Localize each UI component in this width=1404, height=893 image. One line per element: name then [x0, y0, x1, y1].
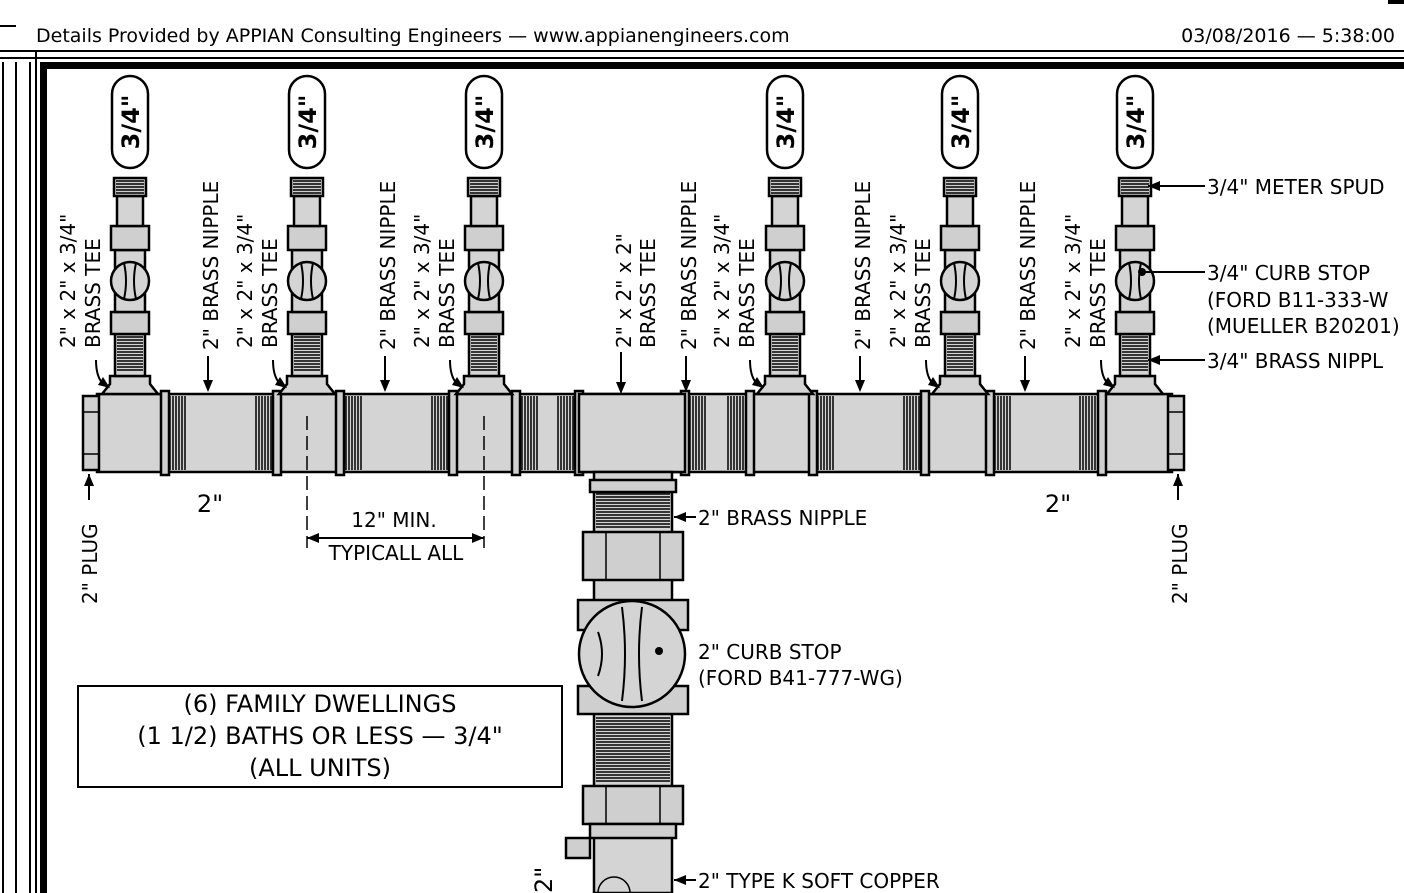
- note-line-1: (6) FAMILY DWELLINGS: [184, 690, 457, 718]
- copper-callout: [674, 875, 696, 885]
- nipple-label-2: 2" BRASS NIPPLE: [376, 181, 400, 350]
- tee-size-label-1: 2" x 2" x 3/4": [56, 214, 80, 348]
- pipe-joint: [1096, 389, 1108, 477]
- small-curb-stop-callout: [1138, 268, 1205, 276]
- center-tee-callout: 2" x 2" x 2" BRASS TEE: [612, 233, 660, 394]
- service-assembly-6: 3/4": [1104, 74, 1166, 396]
- svg-text:2" PLUG: 2" PLUG: [1168, 523, 1192, 604]
- service-assembly-5: 3/4": [929, 74, 991, 396]
- service-size-label: 3/4": [294, 95, 322, 150]
- tee-size-label-4: 2" x 2" x 3/4": [710, 214, 734, 348]
- nipple-label-3: 2" BRASS NIPPLE: [677, 181, 701, 350]
- spacing-dimension: [306, 416, 485, 548]
- spacing-label: 12" MIN.: [351, 508, 436, 532]
- copper-label: 2" TYPE K SOFT COPPER: [698, 869, 940, 893]
- small-curb-stop-ford: (FORD B11-333-W: [1207, 288, 1389, 312]
- main-curb-stop: [577, 599, 687, 709]
- service-size-label: 3/4": [772, 95, 800, 150]
- main-curb-stop-ford: (FORD B41-777-WG): [698, 666, 903, 690]
- tee-label-4: BRASS TEE: [735, 238, 759, 348]
- tee-size-label-3: 2" x 2" x 3/4": [410, 214, 434, 348]
- vertical-nipple-callout: [674, 512, 696, 522]
- service-assembly-3: 3/4": [453, 74, 515, 396]
- svg-text:2" x 2" x 2": 2" x 2" x 2": [612, 233, 636, 348]
- pipe-joint: [447, 389, 459, 477]
- service-size-label: 3/4": [117, 95, 145, 150]
- pipe-joint: [159, 389, 171, 477]
- tee-label-2: BRASS TEE: [258, 238, 282, 348]
- header-provider-text: Details Provided by APPIAN Consulting En…: [36, 25, 790, 47]
- service-size-label: 3/4": [947, 95, 975, 150]
- center-tee: [577, 392, 687, 474]
- pipe-joint: [807, 389, 819, 477]
- plug-callout-left: 2" PLUG: [78, 474, 102, 604]
- copper-size-label: 2": [530, 867, 558, 893]
- nipple-label-5: 2" BRASS NIPPLE: [1016, 181, 1040, 350]
- meter-spud-label: 3/4" METER SPUD: [1207, 175, 1385, 199]
- tee-label-6: BRASS TEE: [1086, 238, 1110, 348]
- tee-label-1: BRASS TEE: [81, 238, 105, 348]
- main-size-left: 2": [197, 490, 223, 518]
- tee-label-3: BRASS TEE: [435, 238, 459, 348]
- pipe-joint: [334, 389, 346, 477]
- meter-spud-callout: [1148, 181, 1205, 191]
- small-nipple-callout: [1148, 355, 1205, 365]
- service-size-label: 3/4": [1122, 95, 1150, 150]
- small-curb-stop-label: 3/4" CURB STOP: [1207, 261, 1370, 285]
- tee-size-label-5: 2" x 2" x 3/4": [886, 214, 910, 348]
- service-assembly-2: 3/4": [276, 74, 338, 396]
- dwelling-note-box: (6) FAMILY DWELLINGS (1 1/2) BATHS OR LE…: [77, 685, 563, 788]
- small-curb-stop-mueller: (MUELLER B20201): [1207, 314, 1400, 338]
- pipe-joint: [919, 389, 931, 477]
- note-line-2: (1 1/2) BATHS OR LESS — 3/4": [137, 722, 503, 750]
- service-size-label: 3/4": [471, 95, 499, 150]
- pipe-joint: [984, 389, 996, 477]
- spacing-note: TYPICALL ALL: [328, 541, 465, 565]
- pipe-joint: [510, 389, 522, 477]
- service-assembly-4: 3/4": [754, 74, 816, 396]
- pipe-joint: [744, 389, 756, 477]
- vertical-nipple-label: 2" BRASS NIPPLE: [698, 506, 867, 530]
- tee-label-5: BRASS TEE: [911, 238, 935, 348]
- svg-text:2" PLUG: 2" PLUG: [78, 523, 102, 604]
- tee-size-label-6: 2" x 2" x 3/4": [1061, 214, 1085, 348]
- main-size-right: 2": [1045, 490, 1071, 518]
- nipple-label-1: 2" BRASS NIPPLE: [199, 181, 223, 350]
- header-timestamp: 03/08/2016 — 5:38:00: [1181, 25, 1395, 47]
- pipe-joint: [271, 389, 283, 477]
- tee-size-label-2: 2" x 2" x 3/4": [233, 214, 257, 348]
- small-nipple-label: 3/4" BRASS NIPPL: [1207, 349, 1384, 373]
- main-curb-stop-label: 2" CURB STOP: [698, 640, 842, 664]
- plug-callout-right: 2" PLUG: [1168, 474, 1192, 604]
- svg-text:BRASS TEE: BRASS TEE: [636, 238, 660, 348]
- note-line-3: (ALL UNITS): [249, 754, 391, 782]
- nipple-label-4: 2" BRASS NIPPLE: [851, 181, 875, 350]
- service-assembly-1: 3/4": [99, 74, 161, 396]
